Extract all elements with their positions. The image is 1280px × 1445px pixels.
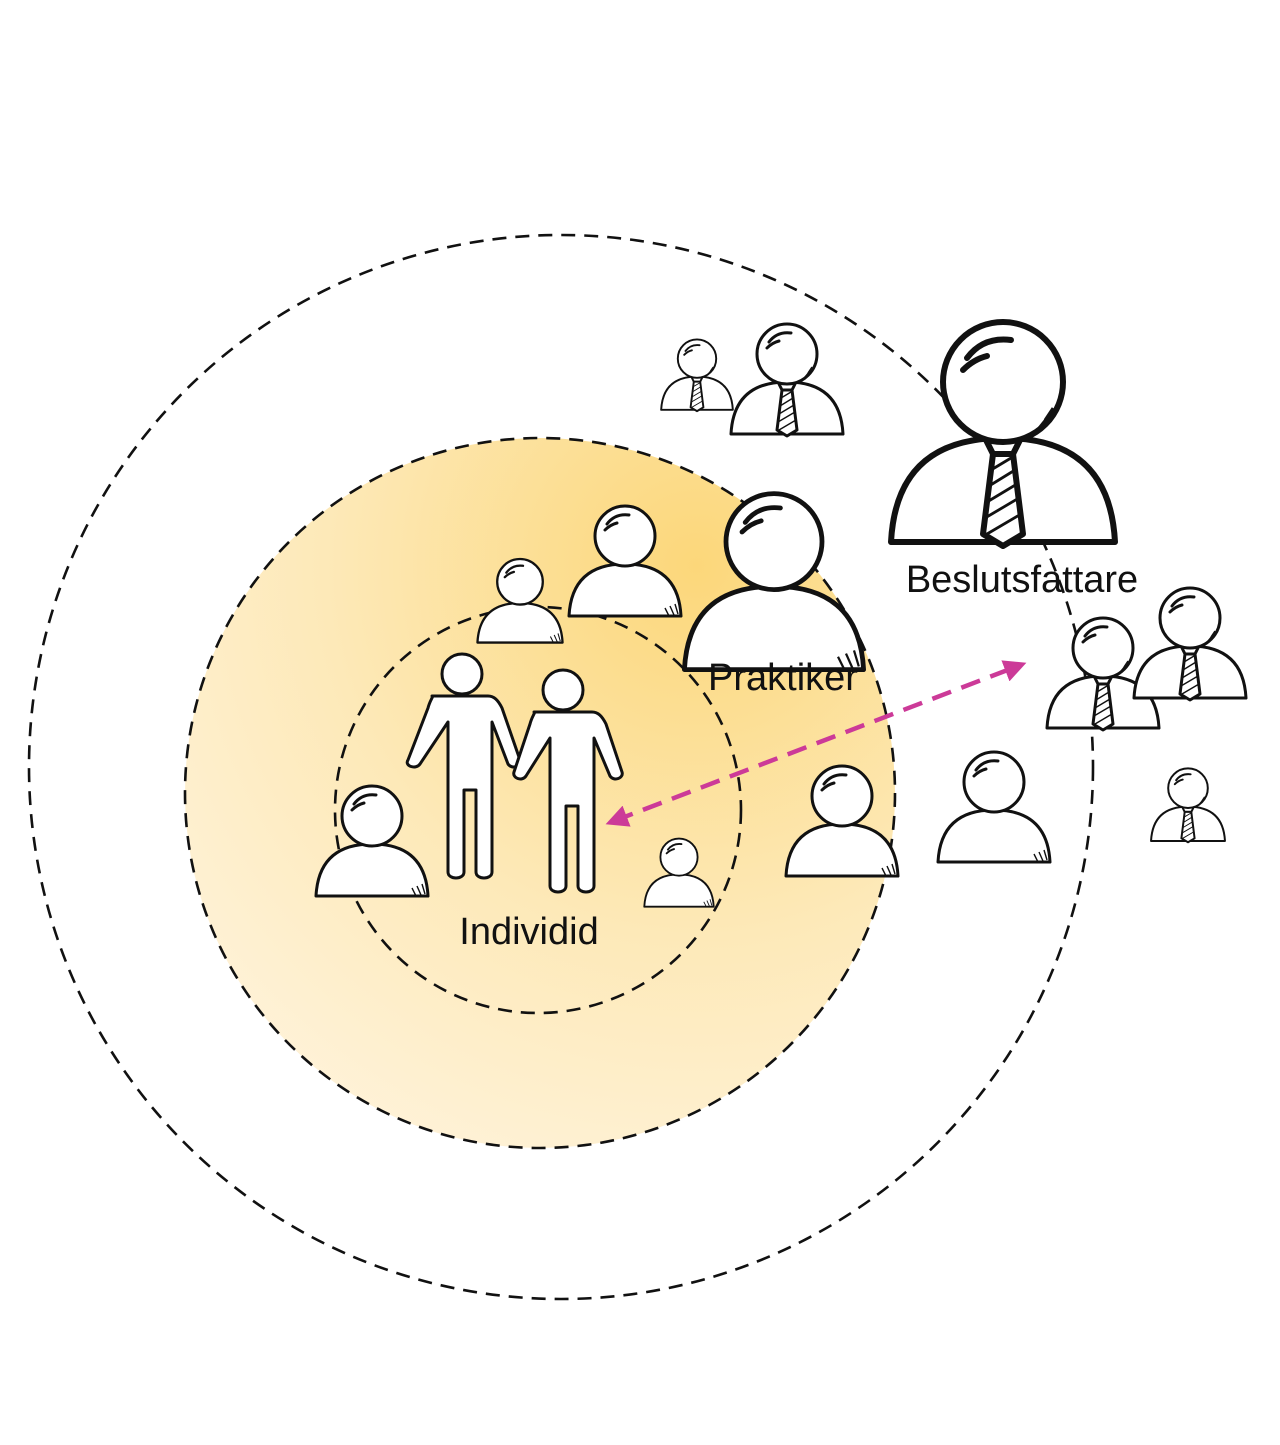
- person-icon: [936, 750, 1052, 864]
- outer-ring: [27, 233, 1095, 1301]
- label-decision-maker: Beslutsfattare: [906, 559, 1138, 601]
- person-with-tie-icon: [1132, 586, 1248, 702]
- person-with-tie-icon: [729, 322, 845, 438]
- person-with-tie-icon: [1150, 767, 1226, 844]
- label-practitioner: Praktiker: [708, 657, 858, 699]
- person-with-tie-icon: [891, 322, 1115, 546]
- person-with-tie-icon: [660, 338, 734, 413]
- double-arrow-icon: [605, 660, 1027, 827]
- label-individual: Individid: [459, 911, 598, 953]
- person-left-figure: [405, 652, 522, 880]
